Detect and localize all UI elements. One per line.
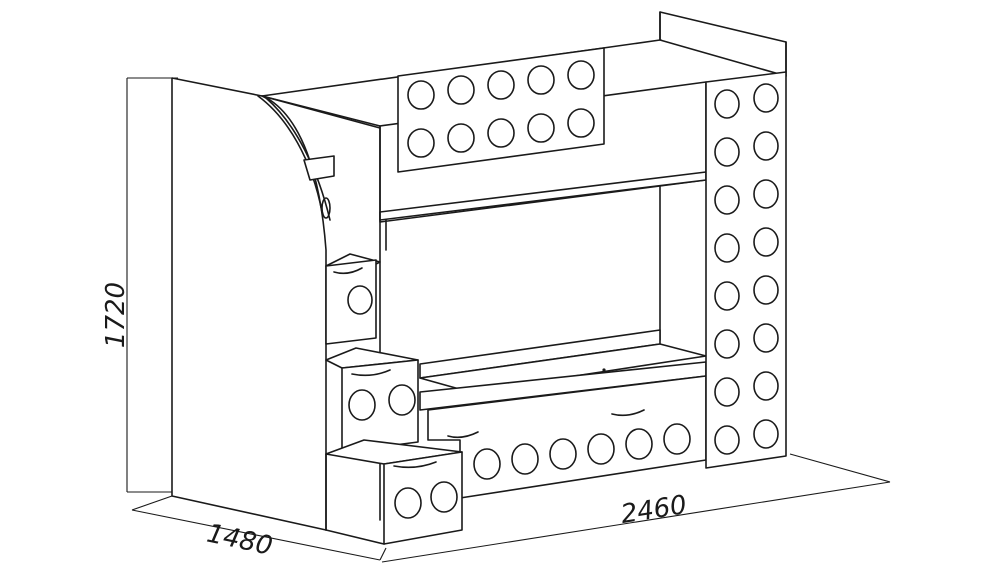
hole-circle bbox=[511, 443, 539, 475]
stair-steps bbox=[303, 155, 463, 545]
hole-circle bbox=[487, 70, 515, 100]
step-holes bbox=[347, 285, 458, 519]
hole-circle bbox=[753, 419, 779, 449]
hole-circle bbox=[753, 179, 779, 209]
hole-circle bbox=[714, 281, 740, 311]
drawer-holes bbox=[473, 423, 691, 480]
hole-circle bbox=[714, 233, 740, 263]
depth-dimension-label: 1480 bbox=[204, 519, 275, 562]
hole-circle bbox=[407, 128, 435, 158]
hole-circle bbox=[753, 371, 779, 401]
hole-circle bbox=[714, 137, 740, 167]
hole-circle bbox=[407, 80, 435, 110]
dimension-lines bbox=[126, 77, 891, 563]
stair-side-wall bbox=[171, 77, 381, 531]
hole-circle bbox=[447, 123, 475, 153]
hole-circle bbox=[527, 65, 555, 95]
hole-circle bbox=[753, 275, 779, 305]
hole-circle bbox=[625, 428, 653, 460]
length-dimension-label: 2460 bbox=[619, 490, 689, 530]
hole-circle bbox=[714, 377, 740, 407]
hole-circle bbox=[753, 131, 779, 161]
hole-circle bbox=[394, 487, 422, 519]
hole-circle bbox=[388, 384, 416, 416]
hole-circle bbox=[549, 438, 577, 470]
hole-circle bbox=[527, 113, 555, 143]
hole-circle bbox=[753, 83, 779, 113]
hole-circle bbox=[753, 227, 779, 257]
hole-circle bbox=[663, 423, 691, 455]
hole-circle bbox=[447, 75, 475, 105]
guard-holes bbox=[407, 60, 595, 158]
hole-circle bbox=[567, 108, 595, 138]
hole-circle bbox=[567, 60, 595, 90]
hole-circle bbox=[473, 448, 501, 480]
hole-circle bbox=[430, 481, 458, 513]
hole-circle bbox=[714, 425, 740, 455]
hole-circle bbox=[714, 89, 740, 119]
post-holes bbox=[714, 83, 779, 455]
hole-circle bbox=[487, 118, 515, 148]
upper-guard-board bbox=[397, 47, 605, 173]
height-dimension-label: 1720 bbox=[101, 282, 131, 348]
front-post bbox=[705, 41, 787, 469]
lower-bed bbox=[419, 329, 707, 499]
hole-circle bbox=[714, 329, 740, 359]
hole-circle bbox=[753, 323, 779, 353]
hole-circle bbox=[714, 185, 740, 215]
hole-circle bbox=[587, 433, 615, 465]
hole-circle bbox=[347, 285, 373, 315]
hole-circle bbox=[348, 389, 376, 421]
